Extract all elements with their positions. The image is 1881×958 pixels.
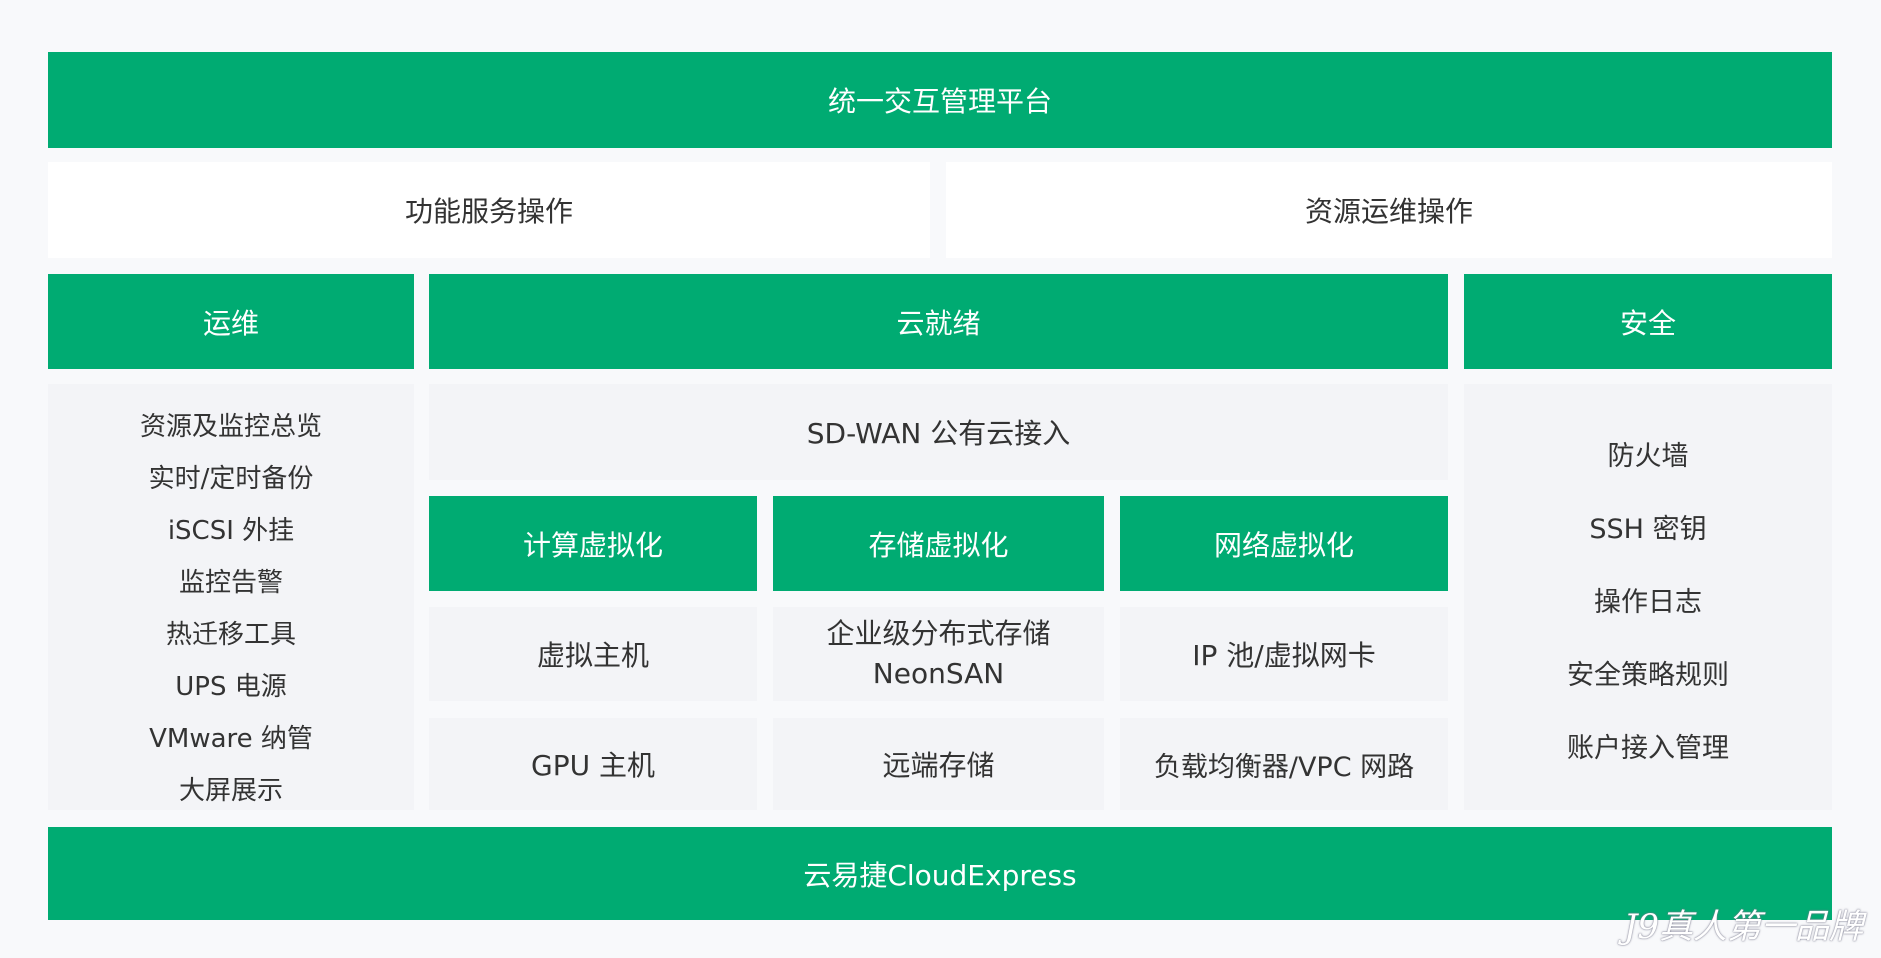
security-column-header: 安全 <box>1464 274 1832 369</box>
security-column-title: 安全 <box>1619 306 1676 340</box>
functional-service-label: 功能服务操作 <box>404 195 573 228</box>
storage-virtualization-header: 存储虚拟化 <box>773 496 1104 591</box>
ops-item: VMware 纳管 <box>149 724 313 754</box>
remote-storage-label: 远端存储 <box>882 749 995 782</box>
ops-column-header: 运维 <box>48 274 414 369</box>
ops-item: 资源及监控总览 <box>139 412 322 442</box>
ops-column-title: 运维 <box>202 306 259 340</box>
ops-item: 实时/定时备份 <box>148 464 314 494</box>
ip-pool-label: IP 池/虚拟网卡 <box>1192 639 1376 672</box>
ops-item: iSCSI 外挂 <box>167 516 295 546</box>
gpu-host-label: GPU 主机 <box>531 749 655 782</box>
compute-virtualization-header: 计算虚拟化 <box>429 496 757 591</box>
resource-ops-label: 资源运维操作 <box>1304 195 1473 228</box>
ops-item: UPS 电源 <box>175 672 287 702</box>
bottom-bar-cloudexpress: 云易捷CloudExpress <box>48 827 1832 920</box>
load-balancer-label: 负载均衡器/VPC 网路 <box>1153 751 1415 783</box>
distributed-storage-line1: 企业级分布式存储 <box>826 617 1051 650</box>
cloud-ready-header: 云就绪 <box>429 274 1448 369</box>
security-item: 防火墙 <box>1607 441 1689 472</box>
distributed-storage-text: 企业级分布式存储 NeonSAN <box>826 614 1050 694</box>
cloud-ready-title: 云就绪 <box>896 306 981 340</box>
sdwan-label: SD-WAN 公有云接入 <box>806 417 1071 450</box>
functional-service-operations: 功能服务操作 <box>48 162 930 258</box>
ops-item: 监控告警 <box>178 568 283 598</box>
ops-item: 大屏展示 <box>178 776 283 806</box>
compute-virtualization-title: 计算虚拟化 <box>522 528 663 562</box>
network-virtualization-title: 网络虚拟化 <box>1213 528 1354 562</box>
sdwan-box: SD-WAN 公有云接入 <box>429 384 1448 480</box>
security-item: SSH 密钥 <box>1589 514 1707 545</box>
remote-storage-box: 远端存储 <box>773 718 1104 810</box>
distributed-storage-box: 企业级分布式存储 NeonSAN <box>773 607 1104 701</box>
top-bar-label: 统一交互管理平台 <box>827 85 1052 118</box>
ops-item: 热迁移工具 <box>165 620 296 650</box>
network-virtualization-header: 网络虚拟化 <box>1120 496 1448 591</box>
virtual-host-box: 虚拟主机 <box>429 607 757 701</box>
gpu-host-box: GPU 主机 <box>429 718 757 810</box>
storage-virtualization-title: 存储虚拟化 <box>868 528 1009 562</box>
virtual-host-label: 虚拟主机 <box>536 639 649 672</box>
resource-ops-operations: 资源运维操作 <box>946 162 1832 258</box>
ip-pool-box: IP 池/虚拟网卡 <box>1120 607 1448 701</box>
ops-column-list: 资源及监控总览 实时/定时备份 iSCSI 外挂 监控告警 热迁移工具 UPS … <box>48 384 414 810</box>
bottom-bar-label: 云易捷CloudExpress <box>803 858 1077 892</box>
distributed-storage-line2: NeonSAN <box>872 657 1005 690</box>
watermark-text: J9真人第一品牌 <box>1623 907 1863 947</box>
security-item: 操作日志 <box>1594 587 1702 618</box>
top-bar-platform: 统一交互管理平台 <box>48 52 1832 148</box>
load-balancer-box: 负载均衡器/VPC 网路 <box>1120 718 1448 810</box>
security-column-list: 防火墙 SSH 密钥 操作日志 安全策略规则 账户接入管理 <box>1464 384 1832 810</box>
security-item: 安全策略规则 <box>1567 660 1729 691</box>
security-item: 账户接入管理 <box>1567 733 1729 764</box>
